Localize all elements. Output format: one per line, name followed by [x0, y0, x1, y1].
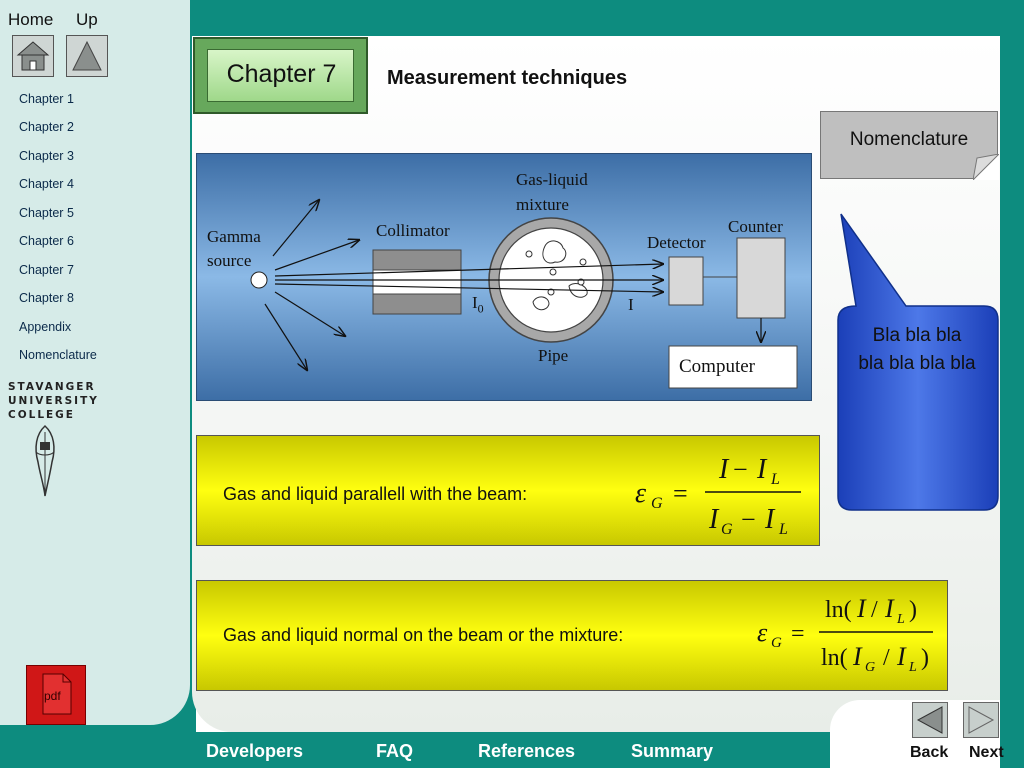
svg-text:L: L	[908, 660, 917, 675]
svg-text:ln(: ln(	[821, 645, 848, 671]
nav-references[interactable]: References	[478, 741, 576, 761]
back-arrow-icon	[916, 706, 943, 734]
home-link[interactable]: Home	[8, 10, 54, 29]
next-label[interactable]: Next	[969, 744, 1004, 761]
sidebar-item-chapter-7[interactable]: Chapter 7	[19, 263, 74, 277]
formula-parallel-equation: ε G = I − I L I G − I L	[635, 454, 801, 538]
measurement-diagram: Gamma source Collimator Gas-liquid mixtu…	[196, 153, 812, 401]
label-i: I	[628, 295, 634, 314]
svg-text:): )	[921, 645, 929, 671]
pdf-button[interactable]: pdf	[26, 665, 86, 725]
home-button[interactable]	[12, 35, 54, 77]
college-line-3: COLLEGE	[8, 409, 75, 421]
formula-box-parallel: Gas and liquid parallell with the beam: …	[196, 435, 820, 546]
label-detector: Detector	[647, 233, 706, 252]
svg-text:G: G	[771, 635, 782, 651]
college-line-1: STAVANGER	[8, 381, 96, 393]
chapter-badge-inner: Chapter 7	[207, 49, 354, 102]
svg-text:G: G	[721, 521, 733, 538]
label-source: source	[207, 251, 252, 270]
formula-parallel-label: Gas and liquid parallell with the beam:	[223, 484, 528, 504]
home-icon	[16, 41, 50, 71]
svg-text:I: I	[718, 454, 730, 485]
svg-text:=: =	[673, 479, 688, 508]
formula-normal-label: Gas and liquid normal on the beam or the…	[223, 625, 624, 645]
svg-text:): )	[909, 597, 917, 623]
svg-text:=: =	[791, 621, 805, 647]
pdf-icon	[42, 673, 72, 715]
nomenclature-button-label: Nomenclature	[849, 129, 969, 150]
up-arrow-icon	[72, 40, 102, 71]
diagram-graphics	[250, 154, 798, 389]
chapter-badge: Chapter 7	[193, 37, 368, 114]
college-name: STAVANGER UNIVERSITY COLLEGE	[8, 380, 99, 422]
svg-text:I: I	[884, 594, 895, 623]
svg-text:I: I	[856, 594, 867, 623]
svg-text:I: I	[896, 642, 907, 671]
sidebar-item-chapter-4[interactable]: Chapter 4	[19, 177, 74, 191]
svg-text:ε: ε	[635, 478, 646, 509]
chapter-title: Chapter 7	[226, 60, 337, 88]
label-mixture: mixture	[516, 195, 569, 214]
next-button[interactable]	[963, 702, 999, 738]
right-frame-band	[1000, 0, 1024, 768]
up-button[interactable]	[66, 35, 108, 77]
college-line-2: UNIVERSITY	[8, 395, 99, 407]
nav-faq[interactable]: FAQ	[376, 741, 414, 761]
svg-text:I: I	[764, 504, 776, 535]
back-label[interactable]: Back	[910, 744, 949, 761]
svg-text:I: I	[708, 504, 720, 535]
svg-text:−: −	[741, 505, 756, 534]
sidebar-item-chapter-1[interactable]: Chapter 1	[19, 92, 74, 106]
svg-text:G: G	[865, 660, 875, 675]
label-i0-sub: 0	[477, 301, 484, 316]
svg-text:I: I	[756, 454, 768, 485]
nav-developers[interactable]: Developers	[206, 741, 304, 761]
nav-summary[interactable]: Summary	[631, 741, 714, 761]
sidebar	[0, 0, 190, 725]
sidebar-item-chapter-2[interactable]: Chapter 2	[19, 120, 74, 134]
page-curl-icon	[973, 154, 999, 180]
svg-text:L: L	[778, 521, 788, 538]
svg-text:−: −	[733, 455, 748, 484]
label-gas-liquid: Gas-liquid	[516, 170, 588, 189]
callout-text: Bla bla bla bla bla bla bla	[858, 325, 976, 374]
formula-normal-equation: ε G = ln( I / I L ) ln( I G / I L )	[757, 594, 933, 675]
up-link[interactable]: Up	[76, 10, 98, 29]
svg-text:ln(: ln(	[825, 597, 852, 623]
sidebar-item-appendix[interactable]: Appendix	[19, 320, 72, 334]
sidebar-item-nomenclature[interactable]: Nomenclature	[19, 348, 97, 362]
svg-text:ε: ε	[757, 618, 768, 647]
nomenclature-button[interactable]: Nomenclature	[820, 111, 999, 180]
svg-text:I: I	[852, 642, 863, 671]
callout-bubble	[837, 213, 999, 511]
label-gamma: Gamma	[207, 227, 261, 246]
formula-box-normal: Gas and liquid normal on the beam or the…	[196, 580, 948, 691]
label-pipe: Pipe	[538, 346, 569, 365]
svg-text:/: /	[871, 597, 878, 623]
label-computer: Computer	[679, 356, 755, 377]
label-i0-main: I	[472, 293, 478, 312]
svg-text:L: L	[770, 471, 780, 488]
sidebar-item-chapter-5[interactable]: Chapter 5	[19, 206, 74, 220]
svg-text:G: G	[651, 495, 663, 512]
bottom-nav-band	[180, 733, 830, 768]
sidebar-item-chapter-8[interactable]: Chapter 8	[19, 291, 74, 305]
sidebar-item-chapter-6[interactable]: Chapter 6	[19, 234, 74, 248]
back-button[interactable]	[912, 702, 948, 738]
svg-text:L: L	[896, 612, 905, 627]
label-collimator: Collimator	[376, 221, 450, 240]
page-title: Measurement techniques	[387, 67, 628, 89]
pdf-label: pdf	[44, 689, 61, 703]
label-i0: I0	[472, 293, 484, 316]
label-counter: Counter	[728, 217, 783, 236]
svg-text:/: /	[883, 645, 890, 671]
sidebar-item-chapter-3[interactable]: Chapter 3	[19, 149, 74, 163]
college-logo-icon	[35, 424, 55, 497]
next-arrow-icon	[968, 706, 995, 734]
